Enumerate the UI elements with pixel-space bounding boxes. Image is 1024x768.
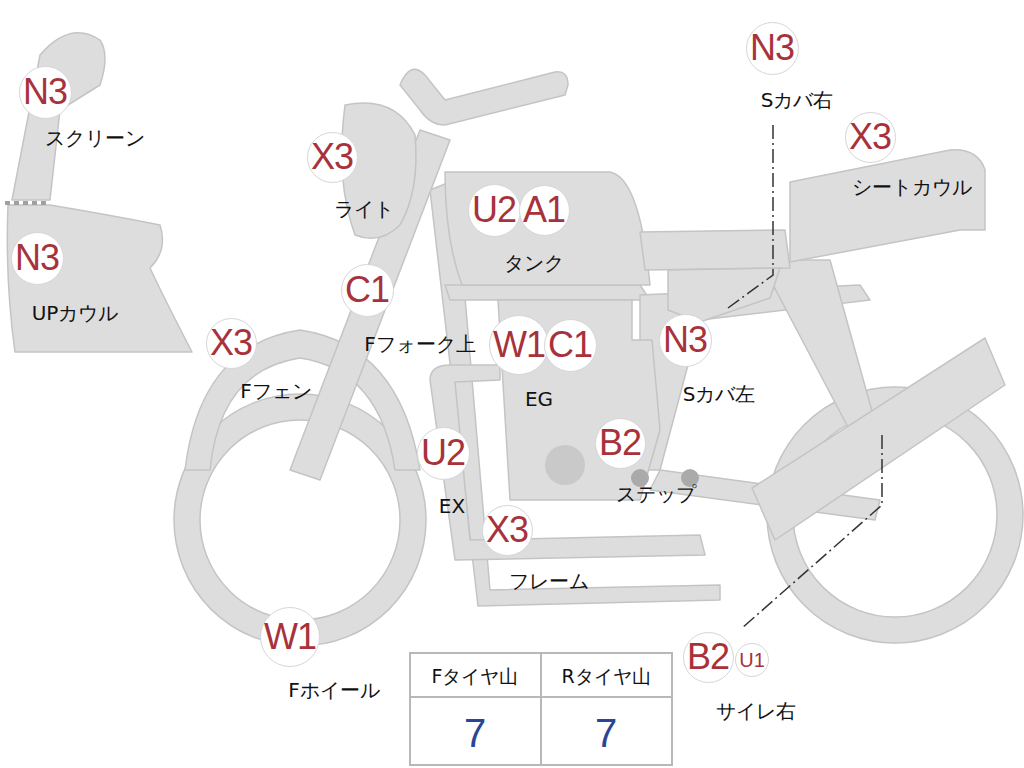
table-header: Rタイヤ山: [561, 666, 650, 687]
callout-code: X3: [486, 512, 528, 548]
damage-code-circle: X3: [307, 132, 358, 183]
part-name: Sカバ右: [761, 89, 834, 111]
damage-code-circle: N3: [19, 66, 72, 119]
damage-code-circle: X3: [845, 112, 896, 163]
damage-code-circle: U2: [468, 184, 521, 237]
damage-code-circle: C1: [341, 264, 394, 317]
callout-code: W1: [493, 327, 545, 363]
handlebar: [400, 69, 568, 125]
callout-code: N3: [663, 322, 707, 358]
callout-code: A1: [523, 192, 565, 228]
damage-code-circle: W1: [489, 315, 549, 375]
callout-code: U2: [421, 435, 465, 471]
callout-code: X3: [210, 325, 252, 361]
damage-code-circle: U1: [735, 643, 769, 677]
part-name: EG: [525, 388, 553, 410]
tank: [445, 172, 650, 285]
part-name: ステップ: [616, 483, 696, 505]
callout-code: N3: [23, 74, 67, 110]
screen: [12, 33, 105, 200]
callout-code: U2: [472, 192, 516, 228]
callout-code: W1: [264, 619, 316, 655]
exhaust-pipe: [430, 365, 705, 560]
callout-code: N3: [750, 30, 794, 66]
part-name: フレーム: [509, 570, 589, 592]
part-name: シートカウル: [852, 176, 972, 198]
damage-code-circle: N3: [659, 314, 712, 367]
damage-code-circle: A1: [519, 185, 570, 236]
damage-code-circle: U2: [417, 427, 470, 480]
damage-code-circle: N3: [746, 22, 799, 75]
callout-code: X3: [849, 119, 891, 155]
damage-code-circle: X3: [482, 505, 533, 556]
part-name: UPカウル: [32, 302, 119, 324]
callout-code: C1: [548, 327, 592, 363]
callout-code: B2: [599, 425, 641, 461]
damage-code-circle: B2: [595, 418, 646, 469]
part-name: スクリーン: [45, 127, 145, 149]
damage-code-circle: B2: [683, 632, 734, 683]
seat-cowl: [790, 150, 985, 262]
table-value: 7: [595, 711, 617, 755]
part-name: タンク: [504, 252, 564, 274]
part-name: Sカバ左: [683, 383, 756, 405]
damage-code-circle: W1: [260, 607, 320, 667]
table-header: Fタイヤ山: [432, 666, 519, 687]
leader-line: [742, 435, 882, 628]
damage-code-circle: X3: [206, 318, 257, 369]
part-name: Fフォーク上: [364, 333, 476, 355]
part-name: Fフェン: [240, 380, 312, 402]
engine-cover: [545, 445, 585, 485]
callout-code: U1: [739, 650, 765, 670]
part-name: サイレ右: [716, 700, 796, 722]
part-name: Fホイール: [288, 679, 380, 701]
part-name: EX: [439, 495, 465, 517]
muffler: [752, 338, 1005, 540]
cowl-divider: [5, 201, 50, 205]
part-name: ライト: [334, 198, 394, 220]
leader-line: [728, 125, 773, 308]
callout-code: B2: [687, 639, 729, 675]
upper-cowl: [7, 205, 192, 352]
seat: [640, 230, 790, 270]
table-value: 7: [464, 711, 486, 755]
callout-code: C1: [345, 272, 389, 308]
callout-code: N3: [15, 240, 59, 276]
callout-code: X3: [311, 139, 353, 175]
damage-code-circle: N3: [11, 232, 64, 285]
tire-table: [410, 653, 672, 765]
damage-code-circle: C1: [544, 319, 597, 372]
